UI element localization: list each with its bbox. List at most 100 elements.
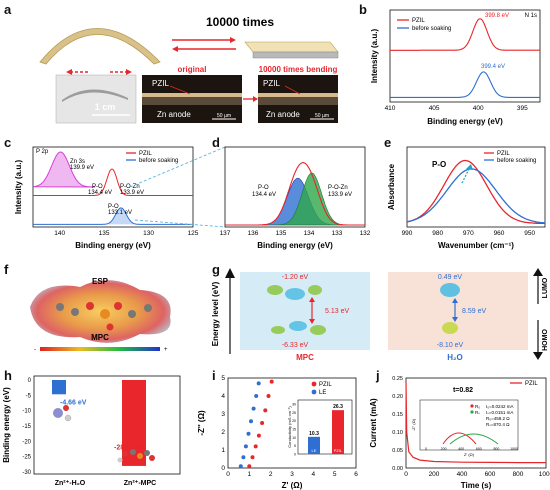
category-zn-h2o: Zn²⁺-H₂O: [55, 480, 86, 487]
y-axis-label: Intensity (a.u.): [14, 160, 23, 215]
corner-label: N 1s: [525, 13, 537, 19]
inset-tick: 5: [294, 444, 296, 448]
tick-label: 140: [54, 230, 65, 237]
inset-legend-r0-marker: [470, 404, 474, 408]
series-pzil-line: [406, 159, 545, 225]
annotation-pozn: P-O-Zn: [120, 184, 140, 190]
tick-label: 0: [221, 465, 225, 472]
inset-legend-r0: R₀: [475, 404, 480, 409]
point-1-0: [238, 464, 243, 469]
pzil-label-bent: PZIL: [263, 79, 280, 88]
lumo-label: LUMO: [542, 277, 549, 298]
tick-label: 132: [360, 230, 370, 237]
bar-0: [52, 380, 66, 395]
plot-frame: [227, 377, 357, 469]
xps-n1s-chart: PZIL before soaking N 1s 399.8 eV 399.4 …: [370, 9, 541, 126]
series-pzil-line: [405, 381, 546, 464]
h2o-lumo-orbital: [440, 283, 460, 297]
inset-bar-0: [308, 436, 320, 454]
tick-label: 3: [290, 471, 294, 478]
original-label: original: [178, 65, 207, 74]
tick-label: 0: [28, 378, 32, 384]
tick-label: 5: [333, 471, 337, 478]
tick-label: 410: [385, 105, 396, 112]
tick-label: 4: [312, 471, 316, 478]
annotation-po-before-value: 133.1 eV: [108, 210, 132, 216]
annotation-zn3s-value: 139.9 eV: [70, 165, 94, 171]
zoom-line-top: [129, 146, 226, 188]
tick-label: 400: [458, 447, 464, 451]
mpc-gap-head-bottom: [309, 319, 315, 324]
point-1-1: [241, 455, 246, 460]
panel-label: h: [4, 368, 12, 383]
inset-x-label: Z' (Ω): [464, 452, 475, 457]
mpc-background: [240, 272, 370, 350]
homo-arrow-head: [533, 352, 543, 360]
panel-label: e: [384, 135, 392, 150]
peak-label-before: 399.4 eV: [481, 64, 505, 70]
zn-anode-label-bent: Zn anode: [266, 110, 300, 119]
legend-pzil: PZIL: [497, 151, 510, 157]
tick-label: 0.05: [392, 448, 403, 454]
tick-label: 137: [220, 230, 231, 237]
mpc-homo-energy: -6.33 eV: [282, 342, 309, 349]
legend-le-marker: [311, 389, 317, 395]
point-0-4: [260, 421, 265, 425]
inset-r0: R₀=458.2 Ω: [486, 416, 510, 421]
esp-map: ESP MPC - +: [30, 277, 171, 353]
pzil-pointer-1: [169, 85, 191, 95]
annotation-pozn-value: 133.9 eV: [120, 190, 144, 196]
point-1-2: [243, 444, 248, 449]
x-axis-label: Binding energy (eV): [427, 117, 503, 126]
panel-label: b: [359, 2, 367, 17]
scale-plus: +: [164, 347, 168, 353]
y-tick-labels: 0-5-10-15-20-25-30: [22, 378, 31, 476]
y-tick-labels: 0.000.050.100.150.200.25: [392, 376, 403, 472]
shift-arrow-head: [466, 164, 473, 170]
legend-before: before soaking: [497, 158, 536, 164]
bending-label: 10000 times bending: [259, 65, 338, 74]
energy-level-diagram: -1.20 eV 5.13 eV -6.33 eV 0.49 eV 8.59 e…: [211, 268, 549, 362]
tick-label: 0.20: [392, 394, 403, 400]
legend-before: before soaking: [412, 26, 451, 32]
inset-tick: 10: [292, 436, 296, 440]
scale-minus: -: [34, 347, 36, 353]
h2o-homo-orbital: [442, 322, 458, 334]
inset-value-pzil: 26.3: [333, 404, 343, 410]
tick-label: 400: [473, 105, 484, 112]
cross-section-original-interface: [142, 93, 242, 97]
annotation-po-value: 134.4 eV: [88, 190, 112, 196]
tick-label: -5: [26, 393, 32, 399]
zoom-line-bottom: [134, 219, 226, 228]
h2o-homo-energy: -8.10 eV: [437, 342, 464, 349]
cross-section-original-zn: [142, 97, 242, 105]
zn-mpc-cluster-icon: [117, 449, 155, 463]
cross-section-bent-interface: [258, 93, 338, 97]
point-1-6: [254, 394, 259, 398]
panel-g: g -1.20 eV 5.13 eV: [200, 262, 550, 362]
tick-label: 2: [221, 429, 225, 436]
y-axis-label: Binding energy (eV): [2, 387, 11, 463]
x-axis-label: Time (s): [461, 481, 492, 490]
plot-frame: [389, 9, 541, 103]
annotation-pozn: P-O-Zn: [328, 185, 348, 191]
tick-label: 125: [188, 230, 199, 237]
panel-label: c: [4, 135, 12, 150]
tick-label: -15: [22, 424, 31, 430]
panel-f: f ESP MPC - +: [0, 262, 200, 362]
annotation-po-value: 134.4 eV: [252, 192, 276, 198]
bent-film-shape: [39, 28, 161, 65]
series-pzil-line: [390, 18, 540, 51]
inset-y-label: -Z'' (Ω): [411, 418, 416, 431]
legend-pzil: PZIL: [139, 151, 152, 157]
tick-label: 970: [463, 230, 474, 237]
pzil-label-original: PZIL: [152, 79, 169, 88]
tick-label: 960: [494, 230, 505, 237]
tick-label: 0: [404, 471, 408, 478]
